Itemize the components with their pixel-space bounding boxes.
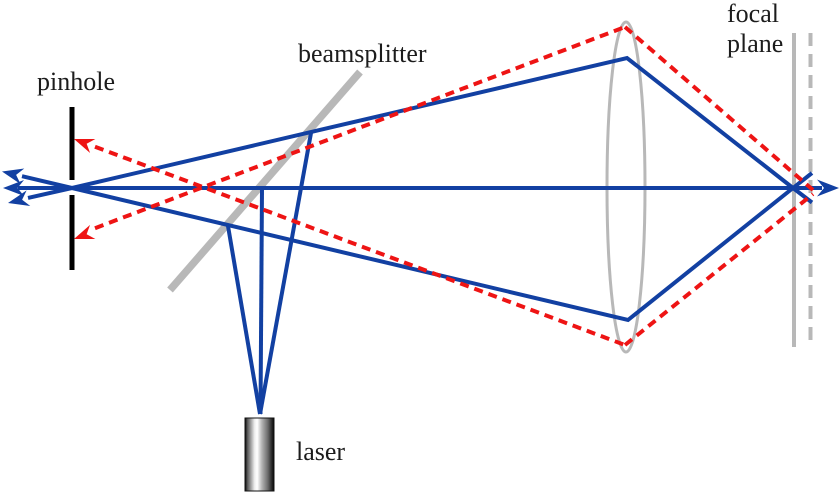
blocked-ray-arrowhead-lower-icon xyxy=(74,224,96,239)
laser-beam-left xyxy=(226,225,262,415)
upper-marginal-ray xyxy=(71,55,814,205)
laser-beam-center xyxy=(258,187,264,415)
focal-plane-label-line2: plane xyxy=(727,29,784,58)
exit-arrowhead-upper-icon xyxy=(2,168,25,185)
axis-arrowhead-right-icon xyxy=(817,179,839,197)
focal-plane-label-line1: focal xyxy=(727,0,779,28)
laser-label: laser xyxy=(296,437,346,466)
exit-ray-lower xyxy=(27,186,73,200)
out-of-focus-ray-lower-left xyxy=(94,25,626,231)
lower-marginal-ray xyxy=(71,171,814,323)
exit-arrowhead-lower-icon xyxy=(8,190,31,206)
exit-arrowhead-middle-icon xyxy=(3,180,24,196)
blocked-ray-arrowhead-upper-icon xyxy=(74,138,96,154)
out-of-focus-ray-upper-right xyxy=(623,25,815,192)
beamsplitter-label: beamsplitter xyxy=(298,39,427,68)
laser-beam-right xyxy=(258,132,313,415)
out-of-focus-ray-lower-right xyxy=(623,192,815,347)
beamsplitter-plate xyxy=(167,69,363,293)
out-of-focus-ray-upper-left xyxy=(94,144,626,347)
laser-body xyxy=(244,417,275,492)
pinhole-label: pinhole xyxy=(37,67,115,96)
